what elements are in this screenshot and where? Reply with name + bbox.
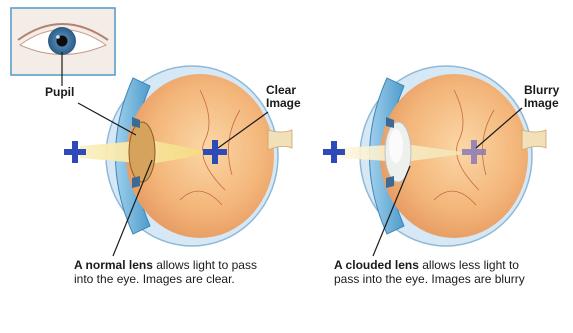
- clouded-lens-caption-bold: A clouded lens: [334, 258, 419, 272]
- clear-image-label-line2: Image: [266, 97, 301, 110]
- normal-lens: [129, 122, 155, 182]
- object-plus-left: [64, 141, 86, 163]
- blurry-image-label-line2: Image: [524, 97, 559, 110]
- normal-lens-caption-line2: into the eye. Images are clear.: [74, 272, 257, 286]
- normal-lens-caption: A normal lens allows light to pass into …: [74, 258, 257, 286]
- normal-lens-caption-line1: A normal lens allows light to pass: [74, 258, 257, 272]
- object-plus-right: [323, 141, 345, 163]
- inset-eye-photo: [11, 8, 115, 75]
- clear-image-label: Clear Image: [266, 84, 301, 110]
- clouded-lens-caption-rest: allows less light to: [419, 258, 519, 272]
- normal-lens-caption-rest: allows light to pass: [153, 258, 257, 272]
- right-eye-cross-section: [340, 66, 546, 246]
- normal-lens-caption-bold: A normal lens: [74, 258, 153, 272]
- clouded-lens-caption-line1: A clouded lens allows less light to: [334, 258, 570, 272]
- clouded-lens-caption: A clouded lens allows less light to pass…: [334, 258, 570, 286]
- blurry-image-label: Blurry Image: [524, 84, 559, 110]
- clouded-lens-caption-line2: pass into the eye. Images are blurry: [334, 272, 570, 286]
- left-eye-cross-section: [80, 66, 292, 246]
- pupil-label: Pupil: [45, 86, 74, 99]
